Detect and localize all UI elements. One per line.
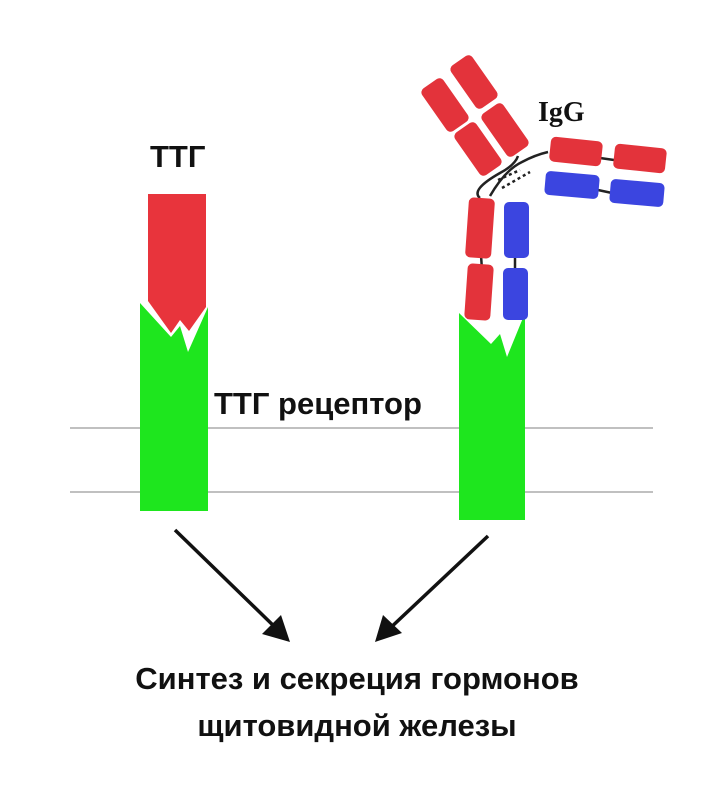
antibody-light-chains: [503, 171, 665, 320]
heavy-chain-domain: [454, 122, 502, 176]
arrow-right-head: [375, 615, 402, 642]
arrow-right: [384, 534, 490, 634]
receptor-label: ТТГ рецептор: [214, 386, 422, 421]
heavy-chain-domain: [481, 103, 529, 157]
caption-line-2: щитовидной железы: [197, 708, 517, 743]
heavy-chain-domain: [613, 143, 667, 174]
arrow-left-head: [262, 615, 290, 642]
heavy-chain-domain: [465, 197, 495, 259]
antibody-heavy-chains: [421, 55, 667, 321]
receptor-right: [459, 313, 525, 520]
light-chain-domain: [503, 268, 528, 320]
heavy-chain-domain: [464, 263, 494, 321]
heavy-chain-domain: [421, 78, 469, 132]
arrows: [173, 528, 490, 642]
light-chain-domain: [504, 202, 529, 258]
antibody-label: IgG: [538, 97, 585, 128]
receptor-left: [140, 303, 208, 511]
light-chain-domain: [544, 171, 600, 199]
caption-line-1: Синтез и секреция гормонов: [135, 661, 579, 696]
hormone-molecule: [148, 194, 206, 333]
heavy-chain-domain: [450, 55, 498, 109]
arrow-left: [173, 528, 282, 634]
hormone-label: ТТГ: [150, 139, 206, 174]
heavy-chain-domain: [549, 136, 603, 167]
light-chain-domain: [609, 179, 665, 207]
